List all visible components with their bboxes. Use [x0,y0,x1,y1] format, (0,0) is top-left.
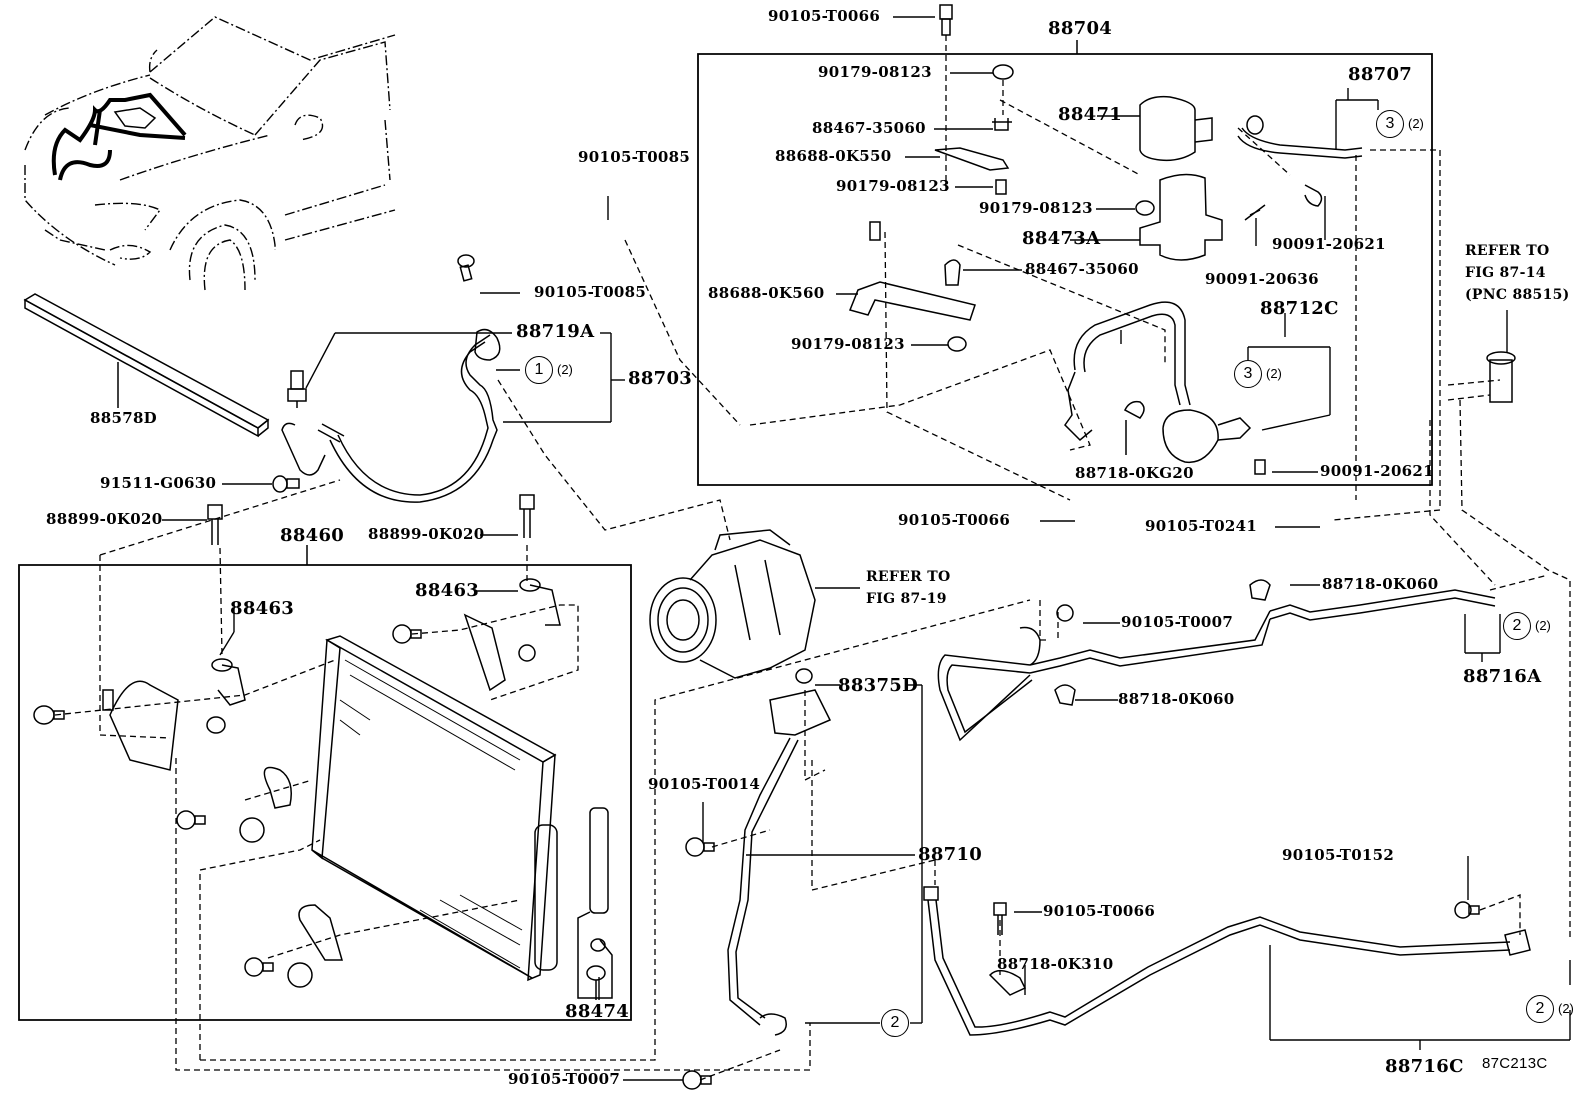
discharge-hose-icon [282,330,500,503]
reference-fig-87-19[interactable]: REFER TO FIG 87-19 [866,569,951,607]
part-label[interactable]: 88899-0K020 [368,525,485,543]
part-label[interactable]: 88471 [1058,104,1123,125]
part-label[interactable]: 88463 [415,580,480,601]
part-label[interactable]: 90091-20621 [1320,462,1434,480]
dryer-cap-icon [578,808,612,1000]
part-label[interactable]: 88578D [90,409,157,427]
part-label[interactable]: 88473A [1022,228,1101,249]
part-label[interactable]: 88474 [565,1001,630,1022]
group-label-88716A[interactable]: 88716A [1463,666,1542,687]
part-label[interactable]: 90105-T0014 [648,775,761,793]
callout-circle: 3 [1376,110,1404,138]
callout-circle: 2 [881,1009,909,1037]
part-label[interactable]: 90179-08123 [979,199,1093,217]
group-box-88460 [19,565,631,1020]
part-label[interactable]: 88688-0K560 [708,284,825,302]
part-label[interactable]: 88719A [516,321,595,342]
part-label[interactable]: 90105-T0241 [1145,517,1258,535]
vehicle-outline-icon [25,17,395,290]
part-label[interactable]: 90105-T0066 [768,7,881,25]
pressure-switch-icon [288,371,306,408]
accumulator-parts-icon [850,5,1515,474]
part-label[interactable]: 90105-T0152 [1282,846,1395,864]
part-label[interactable]: 90179-08123 [791,335,905,353]
liquid-tube-icon [683,669,1530,1089]
part-label[interactable]: 90105-T0085 [578,148,691,166]
part-label[interactable]: 88467-35060 [812,119,926,137]
part-label[interactable]: 91511-G0630 [100,474,217,492]
part-label[interactable]: 88463 [230,598,295,619]
part-label[interactable]: 90105-T0066 [898,511,1011,529]
group-label-88712C[interactable]: 88712C [1260,298,1339,319]
harness-box-icon [115,108,155,128]
part-label[interactable]: 88688-0K550 [775,147,892,165]
group-label-88703[interactable]: 88703 [628,368,693,389]
callout-quantity: (2) [1266,366,1282,381]
part-label[interactable]: 88718-0K060 [1118,690,1235,708]
leader-lines [162,196,625,655]
bracket-icon [34,579,560,987]
callout-quantity: (2) [1535,618,1551,633]
group-box-88704 [698,54,1432,485]
group-label-88716C[interactable]: 88716C [1385,1056,1464,1077]
part-label[interactable]: 90105-T0007 [508,1070,621,1088]
leader-lines [836,17,1507,527]
figure-id: 87C213C [1482,1055,1548,1072]
callout-quantity: (2) [1408,116,1424,131]
part-label[interactable]: 90091-20621 [1272,235,1386,253]
foam-strip-icon [25,294,268,436]
assembly-dashed-lines [55,35,1570,1080]
condenser-icon [312,636,557,980]
part-label[interactable]: 88467-35060 [1025,260,1139,278]
part-label[interactable]: 90105-T0066 [1043,902,1156,920]
bolt-icon [273,476,299,492]
part-label[interactable]: 90105-T0085 [534,283,647,301]
part-label[interactable]: 88899-0K020 [46,510,163,528]
part-label[interactable]: 88375D [838,675,919,696]
callout-circle: 3 [1234,360,1262,388]
bolt-icon [458,255,474,281]
part-label[interactable]: 88718-0K060 [1322,575,1439,593]
callout-circle: 1 [525,356,553,384]
callout-circle: 2 [1503,612,1531,640]
part-label[interactable]: 90105-T0007 [1121,613,1234,631]
group-label-88460[interactable]: 88460 [280,525,345,546]
callout-quantity: (2) [1558,1001,1574,1016]
callout-quantity: (2) [557,362,573,377]
part-label[interactable]: 90179-08123 [818,63,932,81]
part-label[interactable]: 90091-20636 [1205,270,1319,288]
reference-fig-87-14[interactable]: REFER TO FIG 87-14 (PNC 88515) [1465,243,1570,303]
part-label[interactable]: 88718-0KG20 [1075,464,1194,482]
harness-icon [54,95,185,180]
callout-circle: 2 [1526,995,1554,1023]
part-label[interactable]: 90179-08123 [836,177,950,195]
group-label-88704[interactable]: 88704 [1048,18,1113,39]
part-label[interactable]: 88718-0K310 [997,955,1114,973]
suction-hose-icon [938,580,1495,740]
leader-lines [599,585,1570,1080]
group-label-88707[interactable]: 88707 [1348,64,1413,85]
group-label-88710[interactable]: 88710 [918,844,983,865]
compressor-icon [650,530,860,678]
